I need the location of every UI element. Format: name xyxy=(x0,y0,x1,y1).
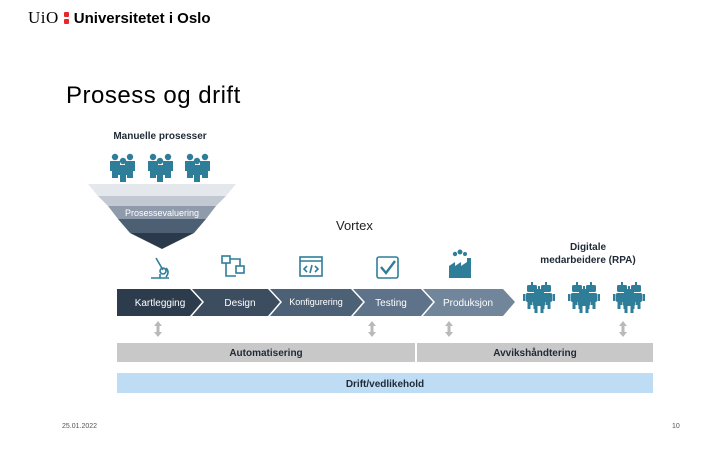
operations-label: Drift/vedlikehold xyxy=(346,379,424,390)
operations-bar xyxy=(117,373,653,393)
checkbox-icon xyxy=(376,256,399,279)
funnel-layer-2 xyxy=(98,196,226,206)
step-label-design: Design xyxy=(224,298,255,309)
step-testing xyxy=(353,289,433,316)
step-konfigurering xyxy=(270,289,363,316)
people-group-2 xyxy=(148,153,173,182)
funnel-layer-1 xyxy=(88,184,236,196)
step-design xyxy=(192,289,280,316)
workflow-icon xyxy=(221,255,245,277)
logo-short: UiO xyxy=(28,8,59,27)
logo-dots xyxy=(63,11,69,25)
step-kartlegging xyxy=(117,289,202,316)
digital-heading-line1: Digitale xyxy=(569,242,607,253)
deviation-bar xyxy=(417,343,653,362)
step-label-kartlegging: Kartlegging xyxy=(135,298,186,309)
microscope-icon xyxy=(151,257,169,279)
digital-workers-heading: Digitale medarbeidere (RPA) xyxy=(528,241,648,267)
funnel-layer-4 xyxy=(118,219,206,233)
deviation-label: Avvikshåndtering xyxy=(493,347,577,359)
automation-label: Automatisering xyxy=(229,348,302,359)
funnel-tip xyxy=(130,233,194,249)
step-produksjon xyxy=(423,289,515,316)
manual-processes-heading: Manuelle prosesser xyxy=(113,131,207,142)
step-label-konfigurering: Konfigurering xyxy=(289,297,343,307)
process-steps: Kartlegging Design Konfigurering Testing… xyxy=(117,289,515,316)
updown-arrow-icon xyxy=(619,321,627,337)
updown-arrow-icon xyxy=(368,321,376,337)
slide-title: Prosess og drift xyxy=(66,82,241,109)
logo-name: Universitetet i Oslo xyxy=(73,9,211,27)
people-group-3 xyxy=(185,153,210,182)
people-group-1 xyxy=(110,153,135,182)
robots-group xyxy=(523,282,645,313)
uio-logo: UiO Universitetet i Oslo xyxy=(28,8,211,28)
funnel-layer-3 xyxy=(108,206,216,219)
factory-icon xyxy=(449,249,471,278)
digital-heading-line2: medarbeidere (RPA) xyxy=(540,255,636,266)
updown-arrow-icon xyxy=(154,321,162,337)
code-window-icon xyxy=(299,256,323,277)
updown-arrow-icon xyxy=(445,321,453,337)
funnel-label: Prosessevaluering xyxy=(125,208,199,218)
funnel: Prosessevaluering xyxy=(88,184,236,249)
automation-bar xyxy=(117,343,415,362)
step-label-testing: Testing xyxy=(375,298,407,309)
page-number: 10 xyxy=(672,423,680,430)
footer-date: 25.01.2022 xyxy=(62,423,98,430)
step-label-produksjon: Produksjon xyxy=(443,298,493,309)
vortex-text: Vortex xyxy=(336,218,373,233)
